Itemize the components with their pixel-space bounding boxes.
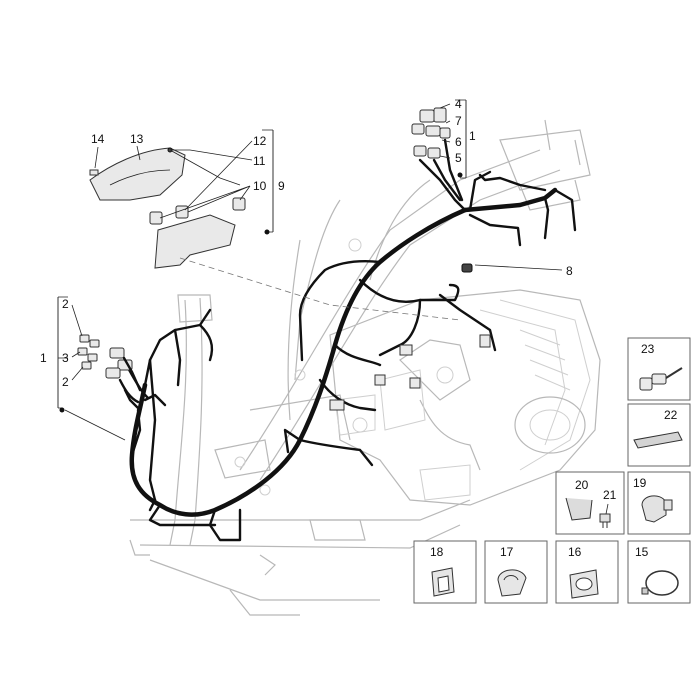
callout-14: 14 — [91, 132, 105, 146]
handlebar-bracket-group — [89, 147, 246, 269]
retaining-clip-icon — [569, 569, 599, 599]
harness-connectors — [329, 263, 491, 411]
inset-19-label: 19 — [633, 476, 647, 490]
inset-15-label: 15 — [635, 545, 649, 559]
callout-1-left: 1 — [40, 351, 47, 365]
callout-13: 13 — [130, 132, 144, 146]
callout-2-bottom: 2 — [62, 375, 69, 389]
inset-20-21: 20 21 — [555, 471, 625, 535]
main-wiring-harness — [118, 170, 577, 542]
engine-block — [329, 289, 601, 506]
screw-icon — [599, 503, 611, 528]
inset-18-label: 18 — [430, 545, 444, 559]
callout-10: 10 — [253, 179, 267, 193]
callout-8: 8 — [566, 264, 573, 278]
cable-tie-loop-icon — [641, 570, 679, 596]
callout-12: 12 — [253, 134, 267, 148]
inset-16: 16 — [555, 540, 619, 604]
tape-strip-icon — [633, 431, 683, 449]
cable-clamp-icon — [641, 495, 673, 523]
inset-21-label: 21 — [603, 488, 617, 502]
callout-11: 11 — [253, 154, 266, 168]
cable-tie-clip-icon — [497, 569, 527, 597]
callout-5: 5 — [455, 151, 462, 165]
inset-22-label: 22 — [664, 408, 678, 422]
left-connector-cluster — [77, 334, 142, 392]
inset-19: 19 — [627, 471, 691, 535]
callout-7: 7 — [455, 114, 462, 128]
inset-18: 18 — [413, 540, 477, 604]
top-connector-cluster — [411, 107, 467, 212]
inset-23-label: 23 — [641, 342, 655, 356]
inset-23: 23 — [627, 337, 691, 401]
inset-22: 22 — [627, 403, 691, 467]
holder-clip-icon — [431, 567, 455, 597]
callout-1-top: 1 — [469, 129, 476, 143]
callout-numbers: 4 7 6 1 5 8 9 10 11 12 13 14 1 2 3 2 — [40, 97, 573, 389]
callout-9: 9 — [278, 179, 285, 193]
callout-leaders — [57, 99, 563, 441]
callout-3: 3 — [62, 351, 69, 365]
callout-2-top: 2 — [62, 297, 69, 311]
inset-17-label: 17 — [500, 545, 514, 559]
inset-15: 15 — [627, 540, 691, 604]
callout-4: 4 — [455, 97, 462, 111]
inset-17: 17 — [484, 540, 548, 604]
inset-20-label: 20 — [575, 478, 589, 492]
callout-6: 6 — [455, 135, 462, 149]
connector-plug-icon — [639, 367, 683, 391]
bracket-clip-icon — [565, 497, 593, 521]
inset-16-label: 16 — [568, 545, 582, 559]
